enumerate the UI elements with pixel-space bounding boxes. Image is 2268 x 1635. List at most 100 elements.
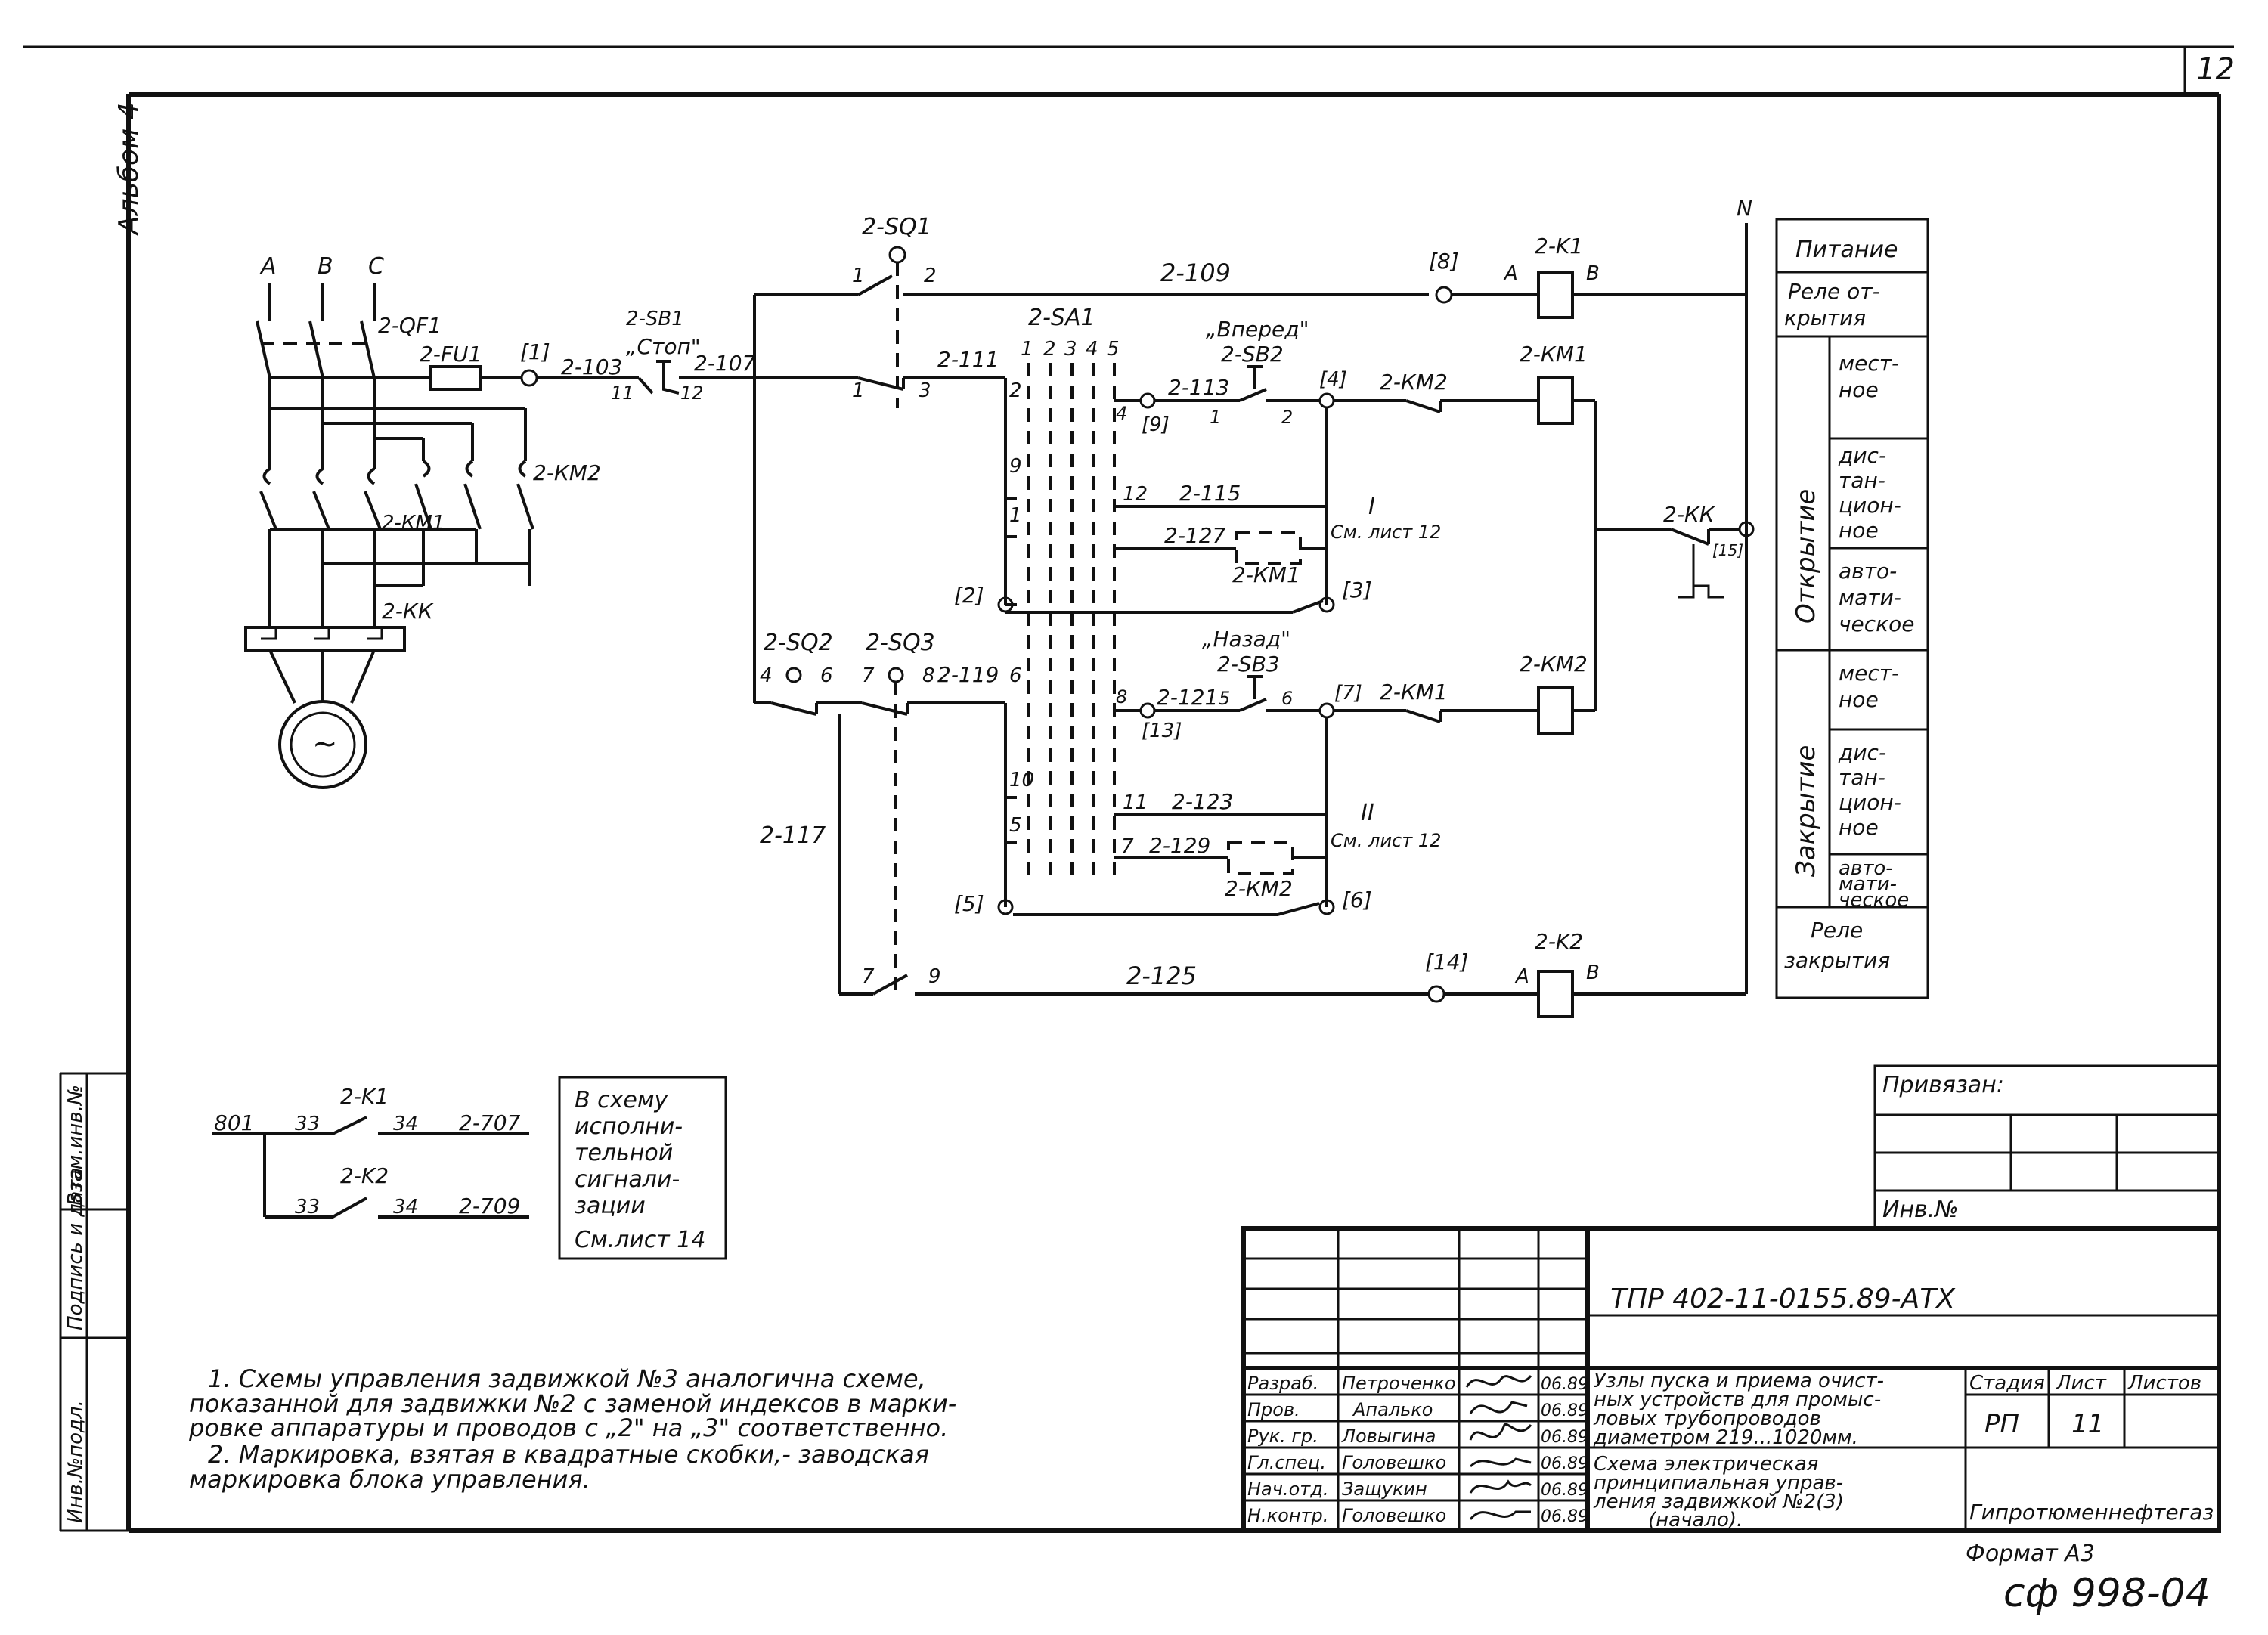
signal-note-3: тельной <box>575 1140 673 1166</box>
wire-2-115: 2-115 <box>1179 481 1241 506</box>
motor-tilde: ~ <box>312 726 338 761</box>
signal-note-5: зации <box>575 1193 646 1219</box>
pin-6-sa: 6 <box>1009 664 1022 687</box>
k2-coil-label: 2-K2 <box>1535 929 1583 954</box>
sheet-number: 11 <box>2071 1409 2104 1439</box>
legend-close-local-2: ное <box>1839 687 1879 712</box>
terminal-t14: [14] <box>1425 949 1468 974</box>
legend-close-local-1: мест- <box>1839 661 1899 686</box>
name-2: Апалько <box>1352 1399 1433 1420</box>
legend-closing: Закрытие <box>1791 745 1821 877</box>
note-line-3: ровке аппаратуры и проводов с „2" на „3"… <box>188 1414 948 1442</box>
signature-4 <box>1469 1457 1532 1468</box>
legend-close-remote-1: дис- <box>1838 740 1886 765</box>
title-block: Привязан: Инв.№ ТПР 402-11-0155.89-АТХ Р… <box>1241 1064 2221 1533</box>
km2-holding-label: 2-КМ2 <box>1225 876 1293 901</box>
sheet-title-1: Схема электрическая <box>1594 1453 1818 1476</box>
pin-4-forward: 4 <box>1116 403 1127 424</box>
date-6: 06.89 <box>1541 1507 1588 1526</box>
legend-close-remote-2: тан- <box>1839 765 1885 790</box>
km2-coil-label: 2-КМ2 <box>1520 652 1588 677</box>
sheet-label: Лист <box>2056 1372 2107 1395</box>
signal-2-707: 2-707 <box>459 1110 521 1135</box>
sheet-title-2: принципиальная управ- <box>1594 1472 1843 1494</box>
km1-interlock-label: 2-КМ1 <box>1380 680 1448 704</box>
breaker-label: 2-QF1 <box>378 313 442 338</box>
wire-2-117: 2-117 <box>760 822 826 849</box>
date-3: 06.89 <box>1541 1428 1588 1447</box>
phase-c-label: C <box>368 253 384 280</box>
sa1-label: 2-SA1 <box>1028 305 1095 331</box>
legend-open-remote-2: тан- <box>1839 468 1885 493</box>
pin-10-sa: 10 <box>1009 769 1034 791</box>
stop-label: „Стоп" <box>626 334 701 359</box>
role-2: Пров. <box>1247 1399 1300 1420</box>
signal-note-1: В схему <box>575 1087 668 1113</box>
date-4: 06.89 <box>1541 1454 1588 1473</box>
project-line-2: ных устройств для промыс- <box>1594 1389 1881 1411</box>
terminal-t2: [2] <box>954 583 984 608</box>
pin-8-back: 8 <box>1116 686 1127 708</box>
signal-34-top: 34 <box>393 1113 418 1135</box>
power-circuit: A B C 2-QF1 2-FU1 2-КМ1 <box>244 253 601 789</box>
organization: Гипротюменнефтегаз <box>1969 1500 2214 1525</box>
motor-symbol <box>278 700 367 789</box>
role-5: Нач.отд. <box>1247 1479 1328 1500</box>
sb2-label: 2-SB2 <box>1221 342 1284 367</box>
legend-close-auto-1: авто- <box>1839 857 1893 880</box>
sheet-title-3: ления задвижкой №2(3) <box>1593 1491 1844 1513</box>
signal-k1-label: 2-K1 <box>340 1084 389 1109</box>
stage-label: Стадия <box>1969 1372 2045 1395</box>
wire-2-127: 2-127 <box>1164 523 1226 548</box>
signature-6 <box>1469 1510 1531 1520</box>
signature-3 <box>1469 1423 1532 1441</box>
wire-2-111: 2-111 <box>937 347 999 372</box>
role-4: Гл.спец. <box>1247 1452 1326 1473</box>
legend-open-auto-2: мати- <box>1839 585 1901 610</box>
wire-2-123: 2-123 <box>1172 789 1233 814</box>
km1-holding-label: 2-КМ1 <box>1232 562 1300 587</box>
format-label: Формат А3 <box>1966 1541 2095 1567</box>
stage-value: РП <box>1984 1409 2019 1439</box>
signature-2 <box>1469 1401 1528 1414</box>
k1-coil-b: B <box>1586 262 1600 285</box>
neutral-label: N <box>1737 196 1752 221</box>
pin-12-remote: 12 <box>1123 483 1148 506</box>
terminal-t6: [6] <box>1342 887 1372 912</box>
pin-5-sb3: 5 <box>1219 688 1230 709</box>
km1-coil-label: 2-КМ1 <box>1520 342 1588 367</box>
pin-1-sq1-top: 1 <box>852 265 865 287</box>
signal-2-709: 2-709 <box>459 1194 520 1219</box>
name-4: Головешко <box>1342 1452 1446 1473</box>
pin-6-sb3: 6 <box>1281 688 1293 709</box>
pin-11-remote: 11 <box>1123 791 1148 814</box>
km2-power-label: 2-КМ2 <box>533 460 601 485</box>
legend-open-local-1: мест- <box>1839 351 1899 376</box>
pin-12-sb1: 12 <box>680 382 704 404</box>
wire-2-129: 2-129 <box>1149 833 1210 858</box>
project-line-3: ловых трубопроводов <box>1593 1407 1821 1430</box>
note-line-1: 1. Схемы управления задвижкой №3 аналоги… <box>208 1364 926 1393</box>
name-1: Петроченко <box>1342 1373 1456 1394</box>
forward-label: „Вперед" <box>1206 317 1309 342</box>
sa-pos-3: 3 <box>1064 338 1077 361</box>
pin-6-sq2: 6 <box>820 664 833 687</box>
role-1: Разраб. <box>1247 1373 1318 1394</box>
kk-contact-label: 2-КК <box>1663 502 1715 527</box>
k1-coil-a: A <box>1503 262 1518 285</box>
pin-7-sq3: 7 <box>862 664 875 687</box>
wire-2-103: 2-103 <box>561 355 622 379</box>
sheet-title-4: (начало). <box>1648 1509 1743 1531</box>
legend-open-local-2: ное <box>1839 377 1879 402</box>
sa-pos-1: 1 <box>1021 338 1033 361</box>
terminal-t3: [3] <box>1342 578 1372 602</box>
phase-b-label: B <box>318 253 333 280</box>
signal-34-bottom: 34 <box>393 1196 418 1219</box>
stamp-vzam-inv: Взам.инв.№ <box>64 1085 87 1206</box>
legend-open-remote-3: цион- <box>1839 493 1901 518</box>
thermal-power-label: 2-КК <box>382 599 434 624</box>
name-6: Головешко <box>1342 1505 1446 1526</box>
fuse-label: 2-FU1 <box>420 342 482 367</box>
signal-33-bottom: 33 <box>295 1196 320 1219</box>
wire-2-121: 2-121 <box>1157 685 1218 710</box>
